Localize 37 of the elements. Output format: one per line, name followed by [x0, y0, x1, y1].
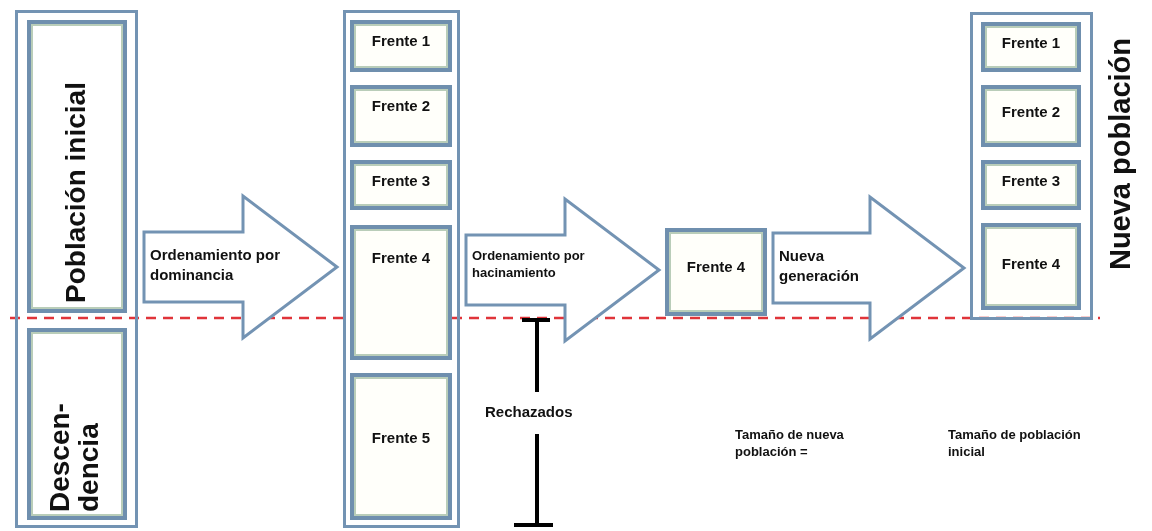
- column-box: [15, 10, 138, 528]
- front-box: [350, 20, 452, 72]
- front-box: [981, 160, 1081, 210]
- front-box: [350, 160, 452, 210]
- front-box: [350, 225, 452, 360]
- front-label: Frente 1: [1000, 34, 1062, 51]
- vertical-title: Descen- dencia: [45, 402, 104, 512]
- front-label: Frente 2: [370, 97, 432, 114]
- population-box: [27, 328, 127, 520]
- front-label: Frente 5: [370, 429, 432, 446]
- block-arrow: [142, 193, 340, 341]
- front-label: Frente 2: [1000, 103, 1062, 120]
- front-label: Frente 4: [1000, 255, 1062, 272]
- front-box: [665, 228, 767, 316]
- block-arrow: [771, 194, 967, 342]
- front-label: Frente 3: [370, 172, 432, 189]
- front-label: Frente 1: [370, 32, 432, 49]
- front-box: [350, 85, 452, 147]
- front-box: [981, 85, 1081, 147]
- vertical-title: Población inicial: [61, 81, 91, 303]
- front-label: Frente 4: [685, 258, 747, 275]
- population-box: [27, 20, 127, 313]
- front-box: [981, 223, 1081, 310]
- block-arrow: [464, 196, 662, 344]
- edge-label: Ordenamiento por hacinamiento: [472, 248, 586, 282]
- column-box: [343, 10, 460, 528]
- note-text: Tamaño de población inicial: [948, 427, 1082, 461]
- column-box: [970, 12, 1093, 320]
- front-label: Frente 4: [370, 249, 432, 266]
- edge-label: Ordenamiento por dominancia: [150, 245, 281, 284]
- note-text: Tamaño de nueva población =: [735, 427, 845, 461]
- front-label: Frente 3: [1000, 172, 1062, 189]
- front-box: [350, 373, 452, 520]
- dimension-label: Rechazados: [485, 402, 573, 422]
- edge-label: Nueva generación: [779, 246, 861, 285]
- front-box: [981, 22, 1081, 72]
- column-title: Nueva población: [1105, 38, 1136, 271]
